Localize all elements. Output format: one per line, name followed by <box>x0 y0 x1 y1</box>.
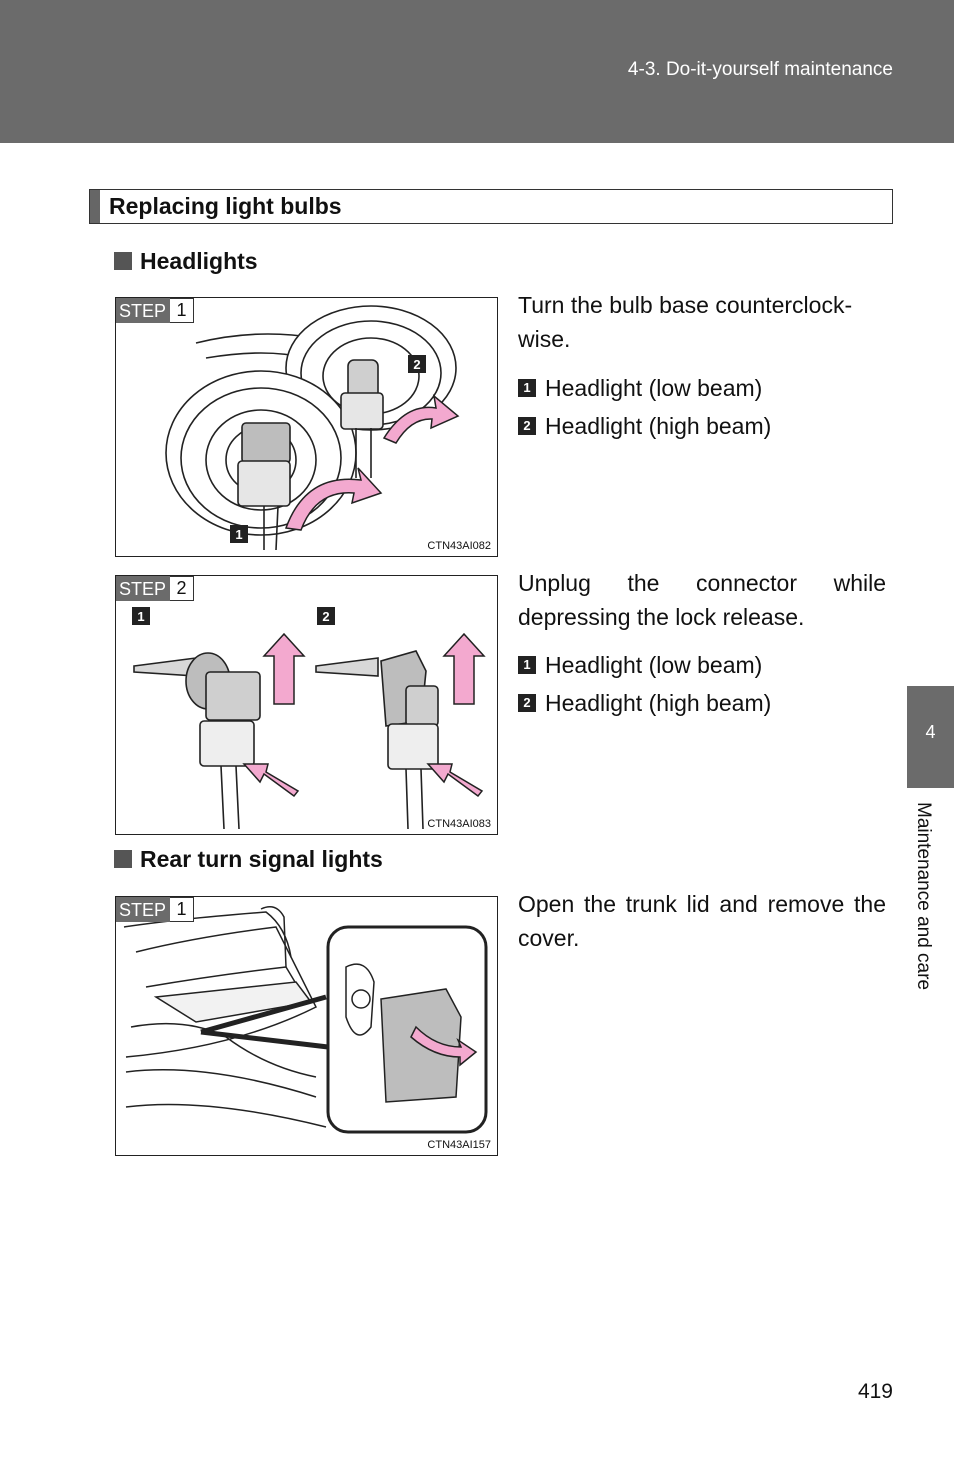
step-tag: STEP 1 <box>116 897 195 922</box>
figure-code: CTN43AI157 <box>427 1139 491 1151</box>
step-word: STEP <box>116 897 171 922</box>
connector-illustration: 1 2 <box>132 607 486 830</box>
legend-item: 2 Headlight (high beam) <box>518 684 771 722</box>
chapter-label: Maintenance and care <box>913 802 934 991</box>
callout-1-icon <box>132 607 150 625</box>
svg-text:2: 2 <box>413 357 420 372</box>
step-tag: STEP 1 <box>116 298 195 323</box>
legend-label: Headlight (high beam) <box>545 690 772 716</box>
legend-label: Headlight (low beam) <box>545 652 763 678</box>
figure-headlight-step2: STEP 2 1 2 CTN43AI083 <box>115 575 498 835</box>
square-bullet-icon <box>114 850 132 868</box>
legend-item: 1 Headlight (low beam) <box>518 369 771 407</box>
number-1-icon: 1 <box>518 656 536 674</box>
step1-description: Turn the bulb base counterclock-wise. <box>518 292 853 352</box>
header-band: 4-3. Do-it-yourself maintenance <box>0 0 954 143</box>
callout-1-icon <box>230 525 248 543</box>
headlight-bulb-illustration: 2 1 <box>165 305 460 551</box>
step2-legend: 1 Headlight (low beam) 2 Headlight (high b… <box>518 646 771 722</box>
rear-turn-heading-text: Rear turn signal lights <box>140 846 383 872</box>
figure-code: CTN43AI082 <box>427 540 491 552</box>
figure-code: CTN43AI083 <box>427 818 491 830</box>
page-number: 419 <box>857 1380 893 1403</box>
svg-text:1: 1 <box>235 527 242 542</box>
number-1-icon: 1 <box>518 379 536 397</box>
figure-rear-turn-step1: STEP 1 CTN43AI157 <box>115 896 498 1156</box>
section-label: 4-3. Do-it-yourself maintenance <box>627 59 893 80</box>
figure-headlight-step1: STEP 1 <box>115 297 498 557</box>
trunk-illustration <box>123 906 488 1134</box>
step1-legend: 1 Headlight (low beam) 2 Headlight (high b… <box>518 369 771 445</box>
legend-item: 2 Headlight (high beam) <box>518 407 771 445</box>
section-title-box: Replacing light bulbs <box>89 189 893 224</box>
headlights-heading: Headlights <box>114 248 258 275</box>
svg-text:2: 2 <box>322 609 329 624</box>
square-bullet-icon <box>114 252 132 270</box>
step-word: STEP <box>116 576 171 601</box>
number-2-icon: 2 <box>518 694 536 712</box>
section-title: Replacing light bulbs <box>109 193 342 219</box>
step-number: 2 <box>170 576 195 601</box>
chapter-tab: 4 <box>907 686 954 788</box>
callout-2-icon <box>317 607 335 625</box>
step-number: 1 <box>170 897 195 922</box>
legend-label: Headlight (high beam) <box>545 413 772 439</box>
callout-2-icon <box>408 355 426 373</box>
step2-description: Unplug the connector while depressing th… <box>518 570 886 630</box>
legend-item: 1 Headlight (low beam) <box>518 646 771 684</box>
legend-label: Headlight (low beam) <box>545 375 763 401</box>
headlights-heading-text: Headlights <box>140 248 258 274</box>
step-word: STEP <box>116 298 171 323</box>
step-number: 1 <box>170 298 195 323</box>
title-accent-bar <box>90 190 100 223</box>
svg-text:1: 1 <box>137 609 144 624</box>
rear-step1-description: Open the trunk lid and remove the cover. <box>518 891 886 951</box>
rear-turn-heading: Rear turn signal lights <box>114 846 383 873</box>
number-2-icon: 2 <box>518 417 536 435</box>
chapter-number: 4 <box>925 722 936 742</box>
step-tag: STEP 2 <box>116 576 195 601</box>
